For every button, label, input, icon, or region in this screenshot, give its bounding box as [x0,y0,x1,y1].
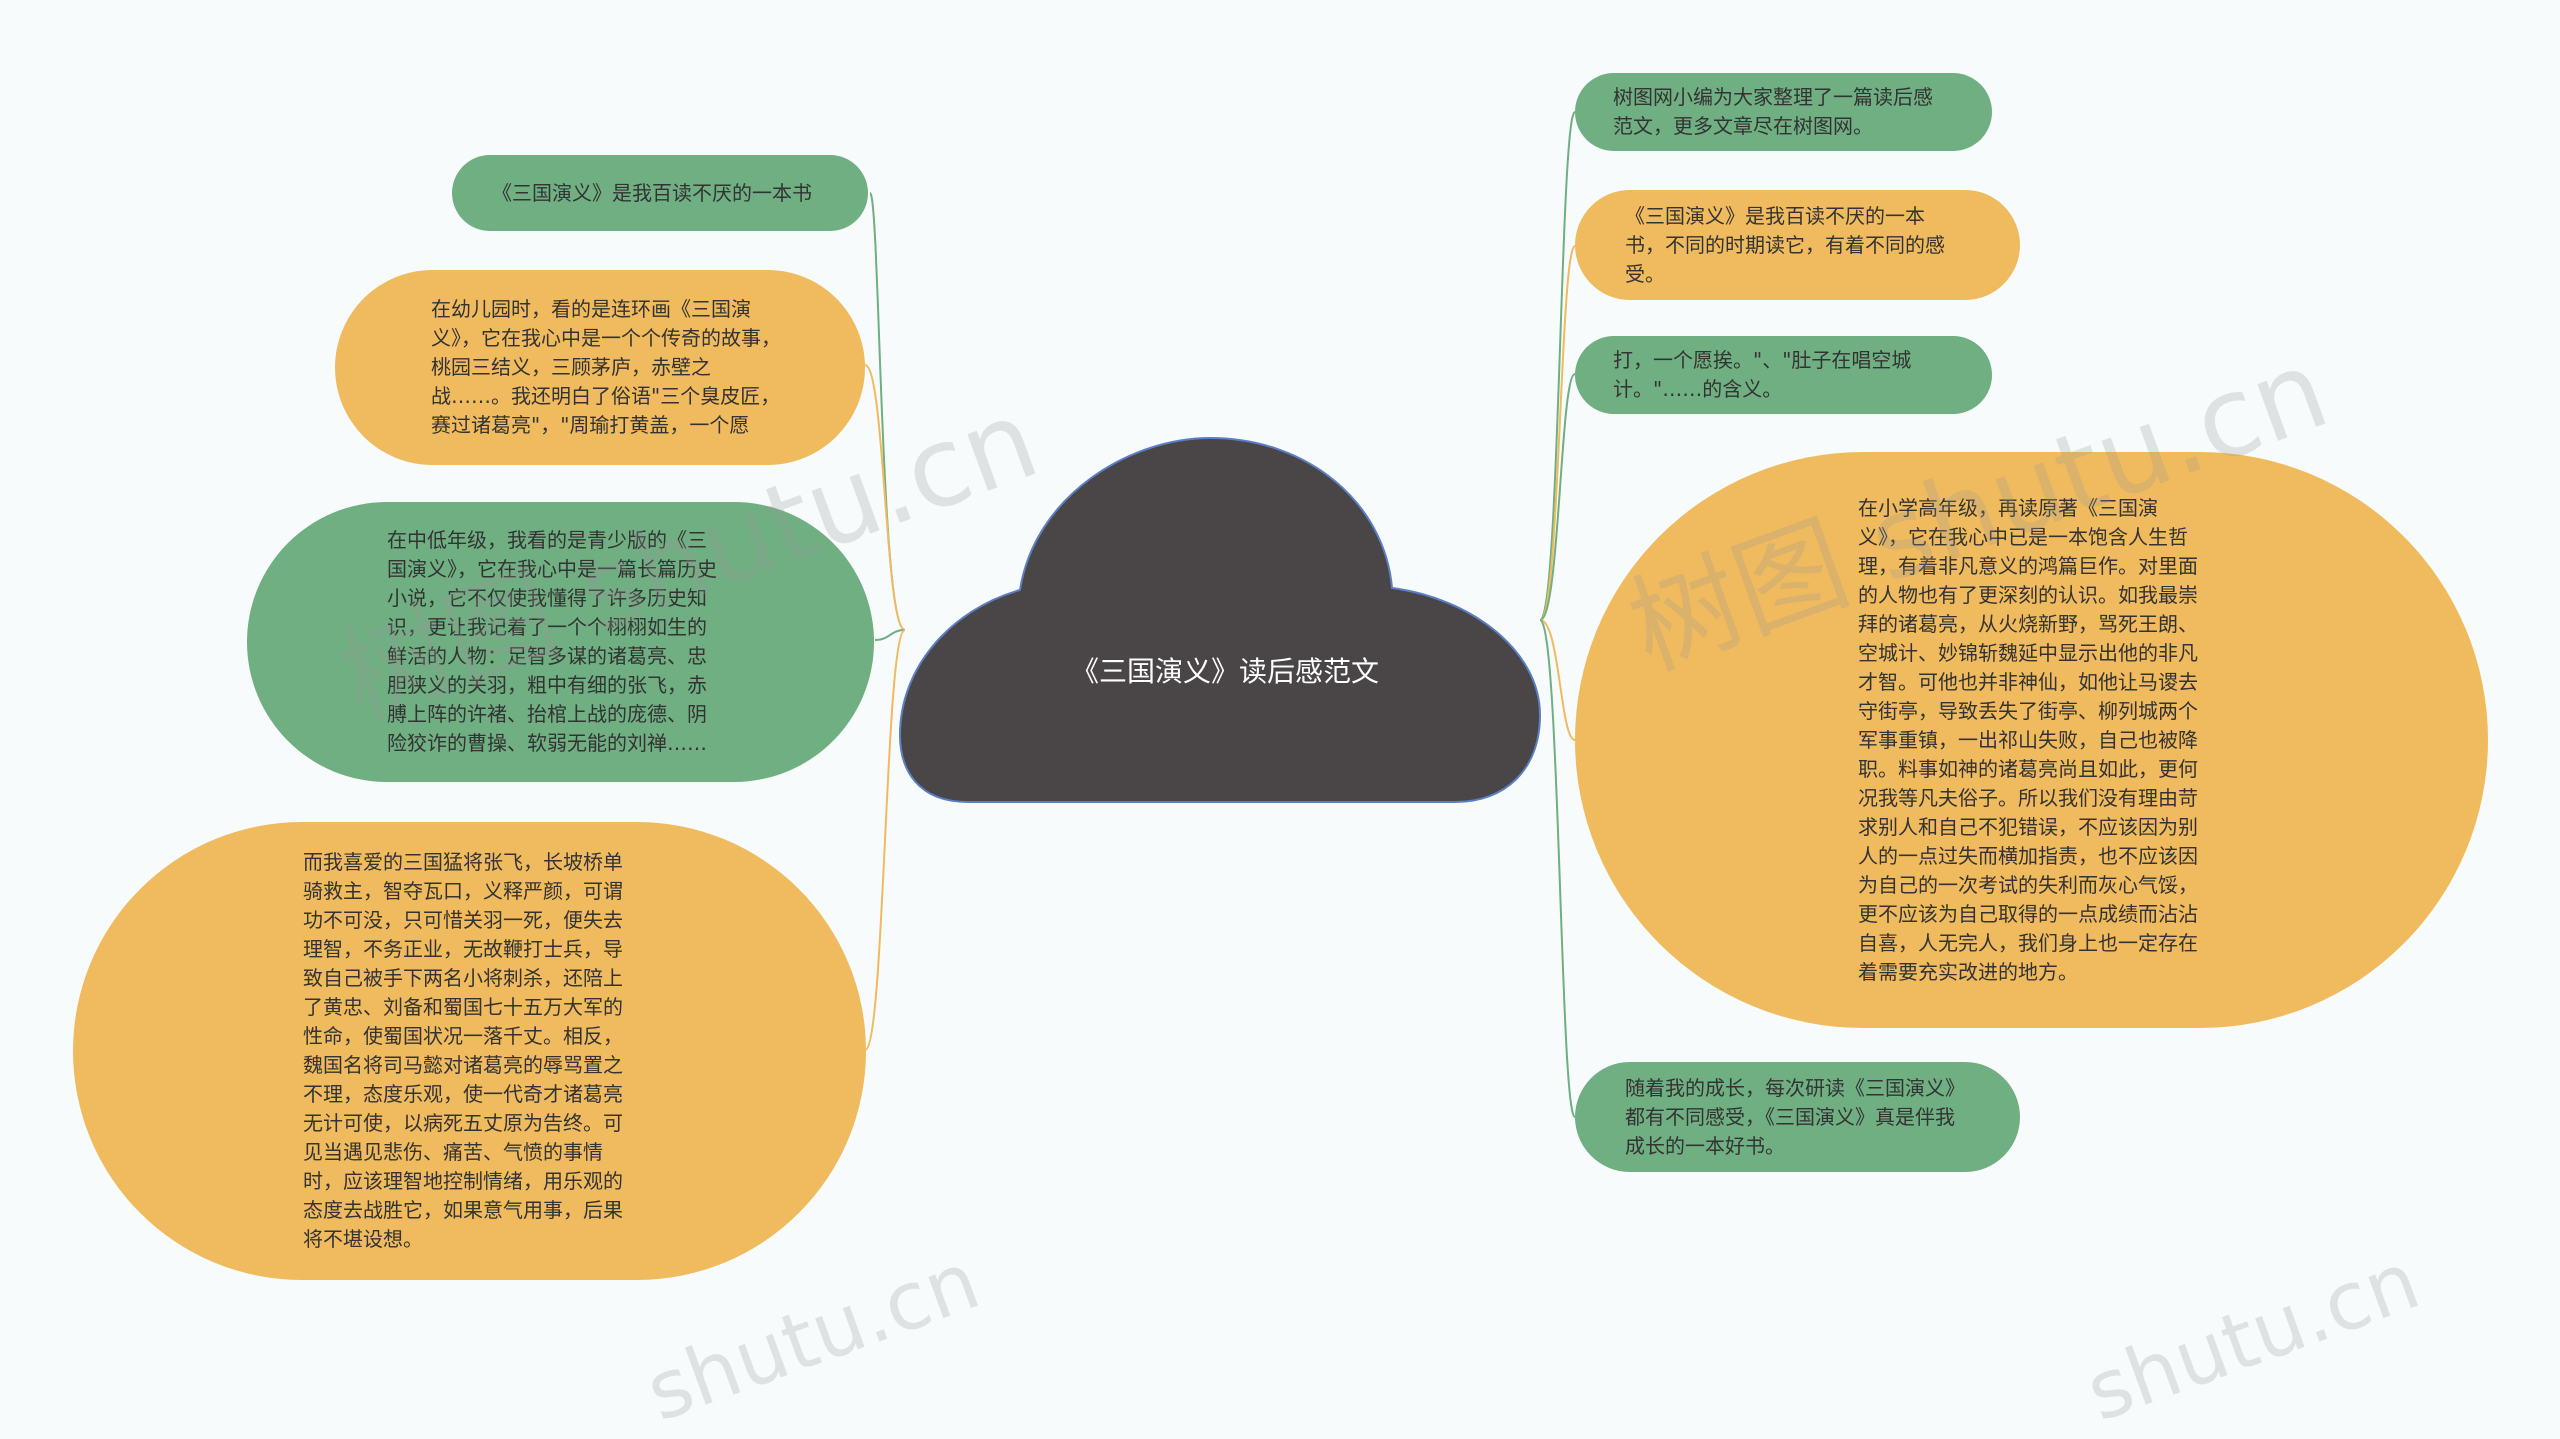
connector-left-3 [874,629,906,641]
right-node-4-text: 在小学高年级，再读原著《三国演义》，它在我心中已是一本饱含人生哲理，有着非凡意义… [1858,495,2198,984]
left-node-3-text: 在中低年级，我看的是青少版的《三国演义》，它在我心中是一篇长篇历史小说，它不仅使… [387,528,717,755]
right-node-1-text: 树图网小编为大家整理了一篇读后感范文，更多文章尽在树图网。 [1613,85,1933,138]
left-node-1-text: 《三国演义》是我百读不厌的一本书 [492,180,812,205]
right-node-1: 树图网小编为大家整理了一篇读后感范文，更多文章尽在树图网。 [1575,73,1992,151]
right-node-4: 在小学高年级，再读原著《三国演义》，它在我心中已是一本饱含人生哲理，有着非凡意义… [1575,452,2488,1028]
left-node-3: 在中低年级，我看的是青少版的《三国演义》，它在我心中是一篇长篇历史小说，它不仅使… [247,502,874,782]
connector-right-4 [1539,619,1576,741]
right-node-3-text: 打，一个愿挨。"、"肚子在唱空城计。"……的含义。 [1613,348,1912,401]
right-node-3: 打，一个愿挨。"、"肚子在唱空城计。"……的含义。 [1575,336,1992,414]
connector-right-5 [1539,619,1576,1118]
connector-left-1 [869,192,906,631]
left-node-4-text: 而我喜爱的三国猛将张飞，长坡桥单骑救主，智夺瓦口，义释严颜，可谓功不可没，只可惜… [303,850,623,1251]
right-node-2-text: 《三国演义》是我百读不厌的一本书，不同的时期读它，有着不同的感受。 [1625,203,1945,286]
connector-right-1 [1539,111,1576,621]
mind-map-canvas: 《三国演义》读后感范文 《三国演义》是我百读不厌的一本书 在幼儿园时，看的是连环… [73,73,2488,1439]
right-node-2: 《三国演义》是我百读不厌的一本书，不同的时期读它，有着不同的感受。 [1575,190,2020,300]
connector-left-4 [864,629,906,1051]
left-node-2: 在幼儿园时，看的是连环画《三国演义》，它在我心中是一个个传奇的故事，桃园三结义，… [335,270,865,465]
connector-left-2 [864,364,906,631]
connector-right-3 [1539,373,1576,621]
connector-right-2 [1539,245,1576,621]
left-node-4: 而我喜爱的三国猛将张飞，长坡桥单骑救主，智夺瓦口，义释严颜，可谓功不可没，只可惜… [73,822,866,1280]
central-topic: 《三国演义》读后感范文 [1070,655,1379,688]
left-node-2-text: 在幼儿园时，看的是连环画《三国演义》，它在我心中是一个个传奇的故事，桃园三结义，… [431,297,781,437]
right-node-5: 随着我的成长，每次研读《三国演义》都有不同感受，《三国演义》真是伴我成长的一本好… [1575,1062,2020,1172]
left-node-1: 《三国演义》是我百读不厌的一本书 [452,155,868,231]
center-cloud [898,436,1542,803]
right-node-5-text: 随着我的成长，每次研读《三国演义》都有不同感受，《三国演义》真是伴我成长的一本好… [1625,1075,1955,1158]
connector-lines [864,111,1576,1118]
